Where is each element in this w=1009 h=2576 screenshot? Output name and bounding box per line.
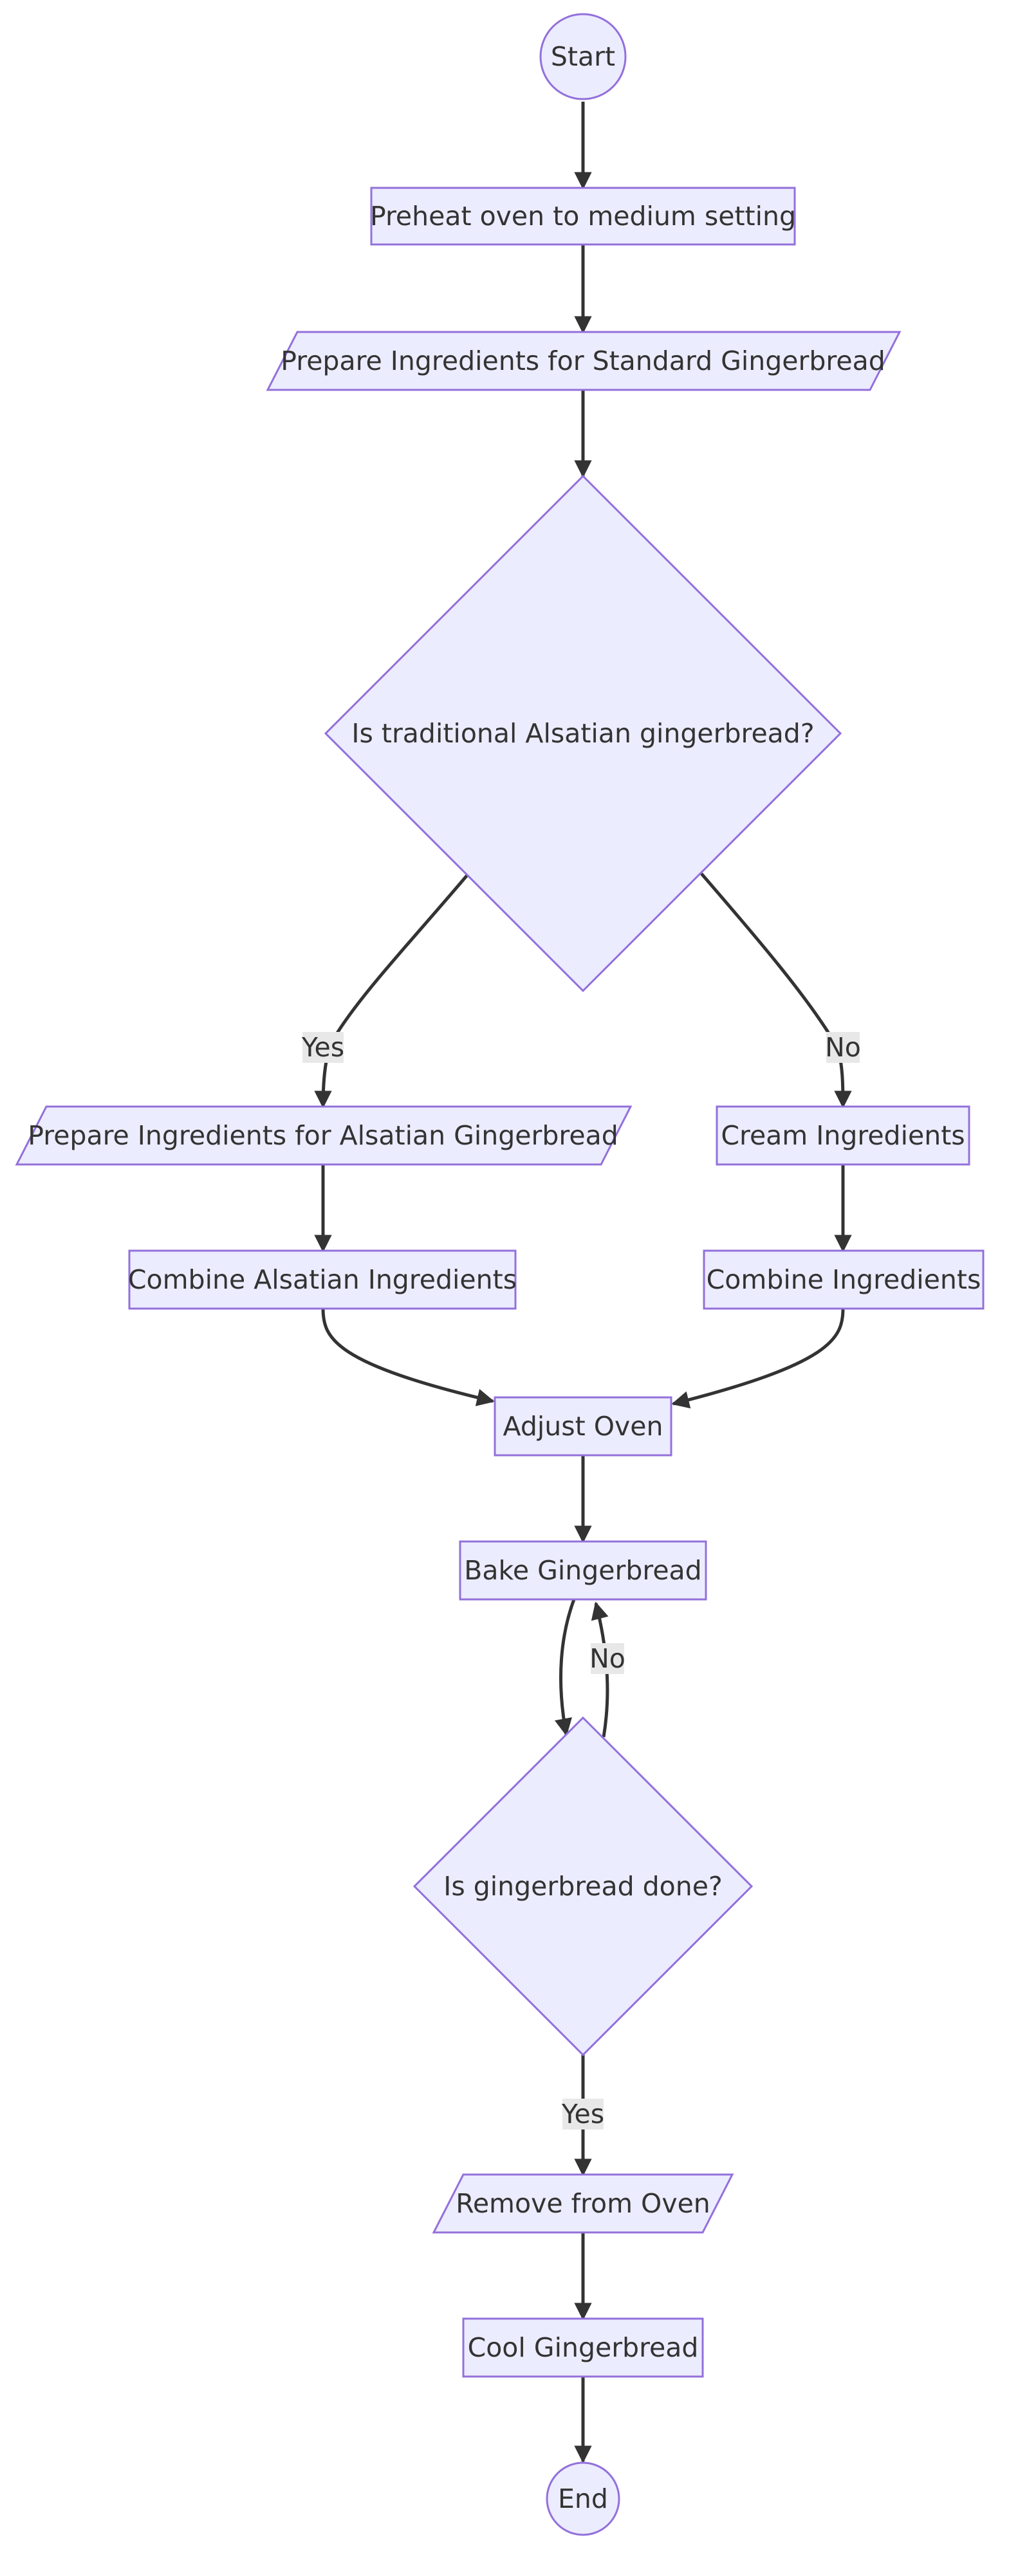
edge-label-done-yes-text: Yes: [561, 2099, 604, 2130]
decision-alsatian: Is traditional Alsatian gingerbread?: [324, 474, 842, 993]
node-combine-ingredients-label: Combine Ingredients: [707, 1264, 981, 1295]
node-cool-gingerbread: Cool Gingerbread: [462, 2317, 704, 2378]
node-cream-ingredients-label: Cream Ingredients: [721, 1120, 965, 1151]
node-preheat-oven: Preheat oven to medium setting: [370, 187, 796, 246]
node-prepare-standard-label: Prepare Ingredients for Standard Gingerb…: [281, 345, 885, 376]
edge-combine-to-adjust: [671, 1308, 845, 1409]
edge-label-done-yes: Yes: [561, 2099, 604, 2130]
node-remove-from-oven-label: Remove from Oven: [456, 2188, 710, 2219]
edge-label-alsatian-no-text: No: [825, 1032, 861, 1063]
node-combine-alsatian-label: Combine Alsatian Ingredients: [128, 1264, 517, 1295]
node-prepare-alsatian-label: Prepare Ingredients for Alsatian Gingerb…: [28, 1120, 618, 1151]
edge-decision-done-no-to-bake: [591, 1601, 609, 1738]
node-bake-gingerbread-label: Bake Gingerbread: [464, 1555, 701, 1586]
node-bake-gingerbread: Bake Gingerbread: [459, 1540, 707, 1601]
edge-decision-to-prep-alsatian: [314, 872, 470, 1109]
node-cool-gingerbread-label: Cool Gingerbread: [468, 2332, 699, 2363]
node-adjust-oven: Adjust Oven: [494, 1396, 672, 1457]
node-remove-from-oven: Remove from Oven: [432, 2173, 734, 2234]
edge-label-alsatian-no: No: [825, 1032, 861, 1063]
node-prepare-alsatian: Prepare Ingredients for Alsatian Gingerb…: [15, 1105, 633, 1166]
edge-label-done-no: No: [589, 1643, 625, 1674]
decision-alsatian-label: Is traditional Alsatian gingerbread?: [351, 718, 814, 749]
decision-done: Is gingerbread done?: [412, 1716, 754, 2057]
node-combine-ingredients: Combine Ingredients: [703, 1249, 985, 1310]
node-preheat-oven-label: Preheat oven to medium setting: [370, 201, 796, 232]
node-end: End: [546, 2461, 620, 2536]
node-adjust-oven-label: Adjust Oven: [503, 1411, 663, 1442]
edge-label-alsatian-yes-text: Yes: [301, 1032, 344, 1063]
node-prepare-standard: Prepare Ingredients for Standard Gingerb…: [266, 331, 902, 391]
edge-decision-to-cream: [700, 872, 852, 1109]
edge-bake-to-decision-done: [554, 1599, 576, 1736]
node-start: Start: [539, 13, 627, 100]
node-end-label: End: [558, 2483, 608, 2514]
edge-label-alsatian-yes: Yes: [301, 1032, 344, 1063]
edge-label-done-no-text: No: [589, 1643, 625, 1674]
node-combine-alsatian: Combine Alsatian Ingredients: [128, 1249, 517, 1310]
decision-done-label: Is gingerbread done?: [443, 1871, 722, 1902]
node-cream-ingredients: Cream Ingredients: [716, 1105, 970, 1166]
edge-combine-alsatian-to-adjust: [321, 1308, 495, 1406]
node-start-label: Start: [551, 41, 615, 72]
